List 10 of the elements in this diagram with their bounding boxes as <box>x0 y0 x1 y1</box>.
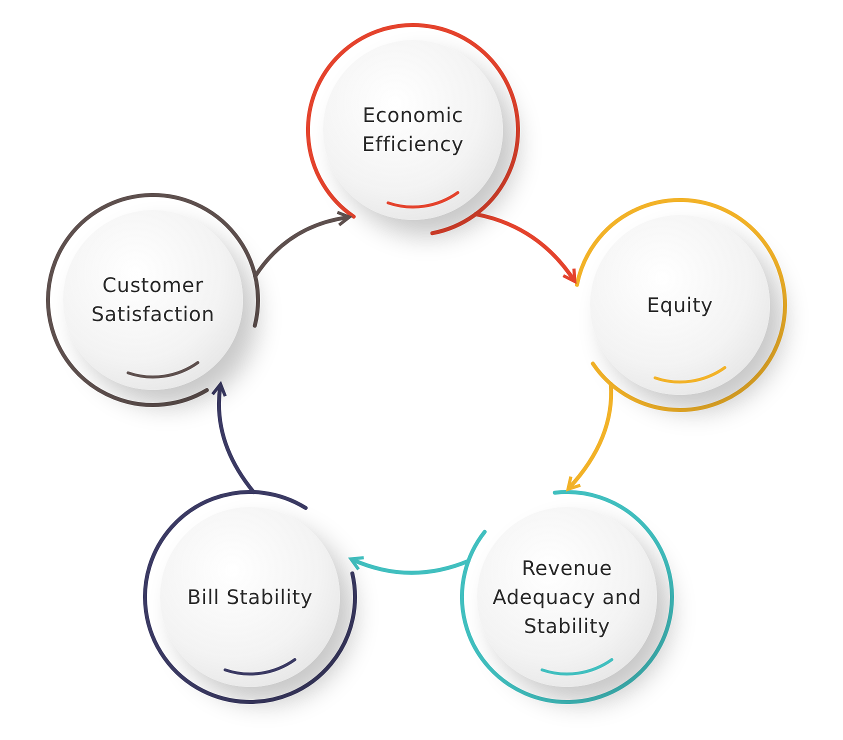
node-label: Customer Satisfaction <box>90 272 216 328</box>
arrow <box>474 212 576 284</box>
arrow <box>253 211 351 278</box>
node-label: Economic Efficiency <box>361 102 465 158</box>
arrow <box>566 382 614 491</box>
node-label: Bill Stability <box>187 584 313 610</box>
arrow <box>211 382 256 494</box>
arrow <box>349 556 470 575</box>
node-label: Equity <box>646 292 714 318</box>
node-label: Revenue Adequacy and Stability <box>492 554 642 640</box>
